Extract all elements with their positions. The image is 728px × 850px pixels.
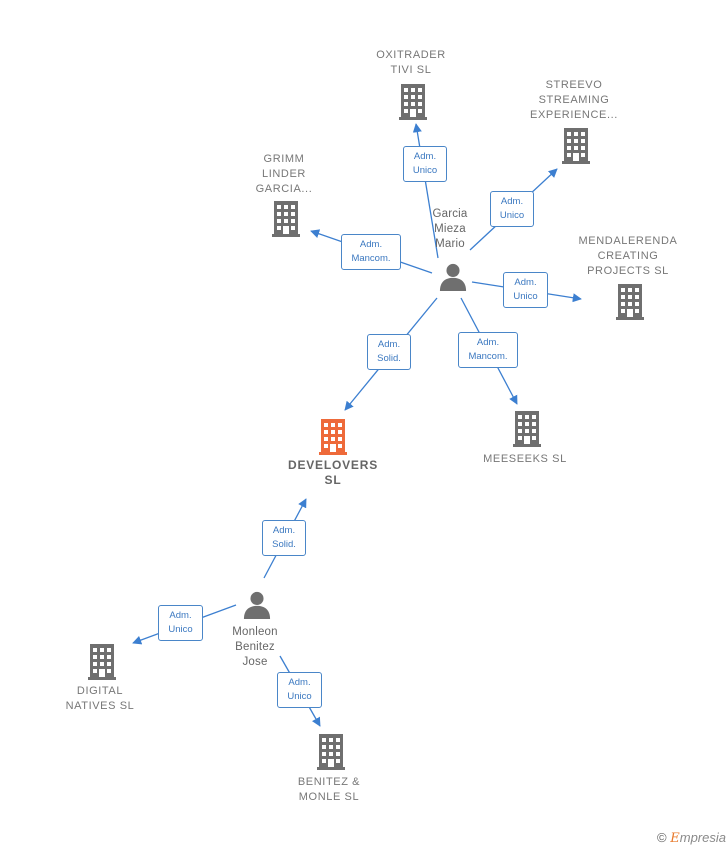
edge-tag-garcia-grimm: Adm. Mancom. [341,234,401,270]
streevo-building-icon[interactable] [562,128,590,164]
garcia-person-icon[interactable] [439,263,467,291]
oxitrader-building-icon[interactable] [399,84,427,120]
benitez-label[interactable]: BENITEZ & MONLE SL [297,776,361,803]
edge-tag-garcia-mendalerenda: Adm. Unico [503,272,548,308]
monleon-label[interactable]: Monleon Benitez Jose [232,626,278,668]
brand-initial: E [670,831,680,846]
digital-building-icon[interactable] [88,644,116,680]
mendalerenda-building-icon[interactable] [616,284,644,320]
monleon-person-icon[interactable] [243,591,271,619]
digital-label[interactable]: DIGITAL NATIVES SL [65,685,135,712]
grimm-building-icon[interactable] [272,201,300,237]
edge-tag-monleon-benitez: Adm. Unico [277,672,322,708]
mendalerenda-label[interactable]: MENDALERENDA CREATING PROJECTS SL [578,235,678,277]
brand-rest: mpresia [679,830,726,845]
develovers-label[interactable]: DEVELOVERS SL [287,458,379,487]
meeseeks-label[interactable]: MEESEEKS SL [483,453,567,465]
grimm-label[interactable]: GRIMM LINDER GARCIA... [255,153,313,195]
empresia-logo[interactable]: © Empresia [657,830,726,846]
develovers-building-icon[interactable] [319,419,347,455]
garcia-label[interactable]: Garcia Mieza Mario [432,208,468,250]
edge-tag-garcia-develovers: Adm. Solid. [367,334,411,370]
brand-name: Empresia [670,830,726,846]
edge-tag-garcia-streevo: Adm. Unico [490,191,534,227]
edge-tag-monleon-digital: Adm. Unico [158,605,203,641]
copyright-symbol: © [657,830,667,845]
streevo-label[interactable]: STREEVO STREAMING EXPERIENCE... [530,79,618,121]
meeseeks-building-icon[interactable] [513,411,541,447]
oxitrader-label[interactable]: OXITRADER TIVI SL [376,49,446,76]
benitez-building-icon[interactable] [317,734,345,770]
edge-tag-garcia-meeseeks: Adm. Mancom. [458,332,518,368]
edge-tag-monleon-develovers: Adm. Solid. [262,520,306,556]
edge-tag-garcia-oxitrader: Adm. Unico [403,146,447,182]
